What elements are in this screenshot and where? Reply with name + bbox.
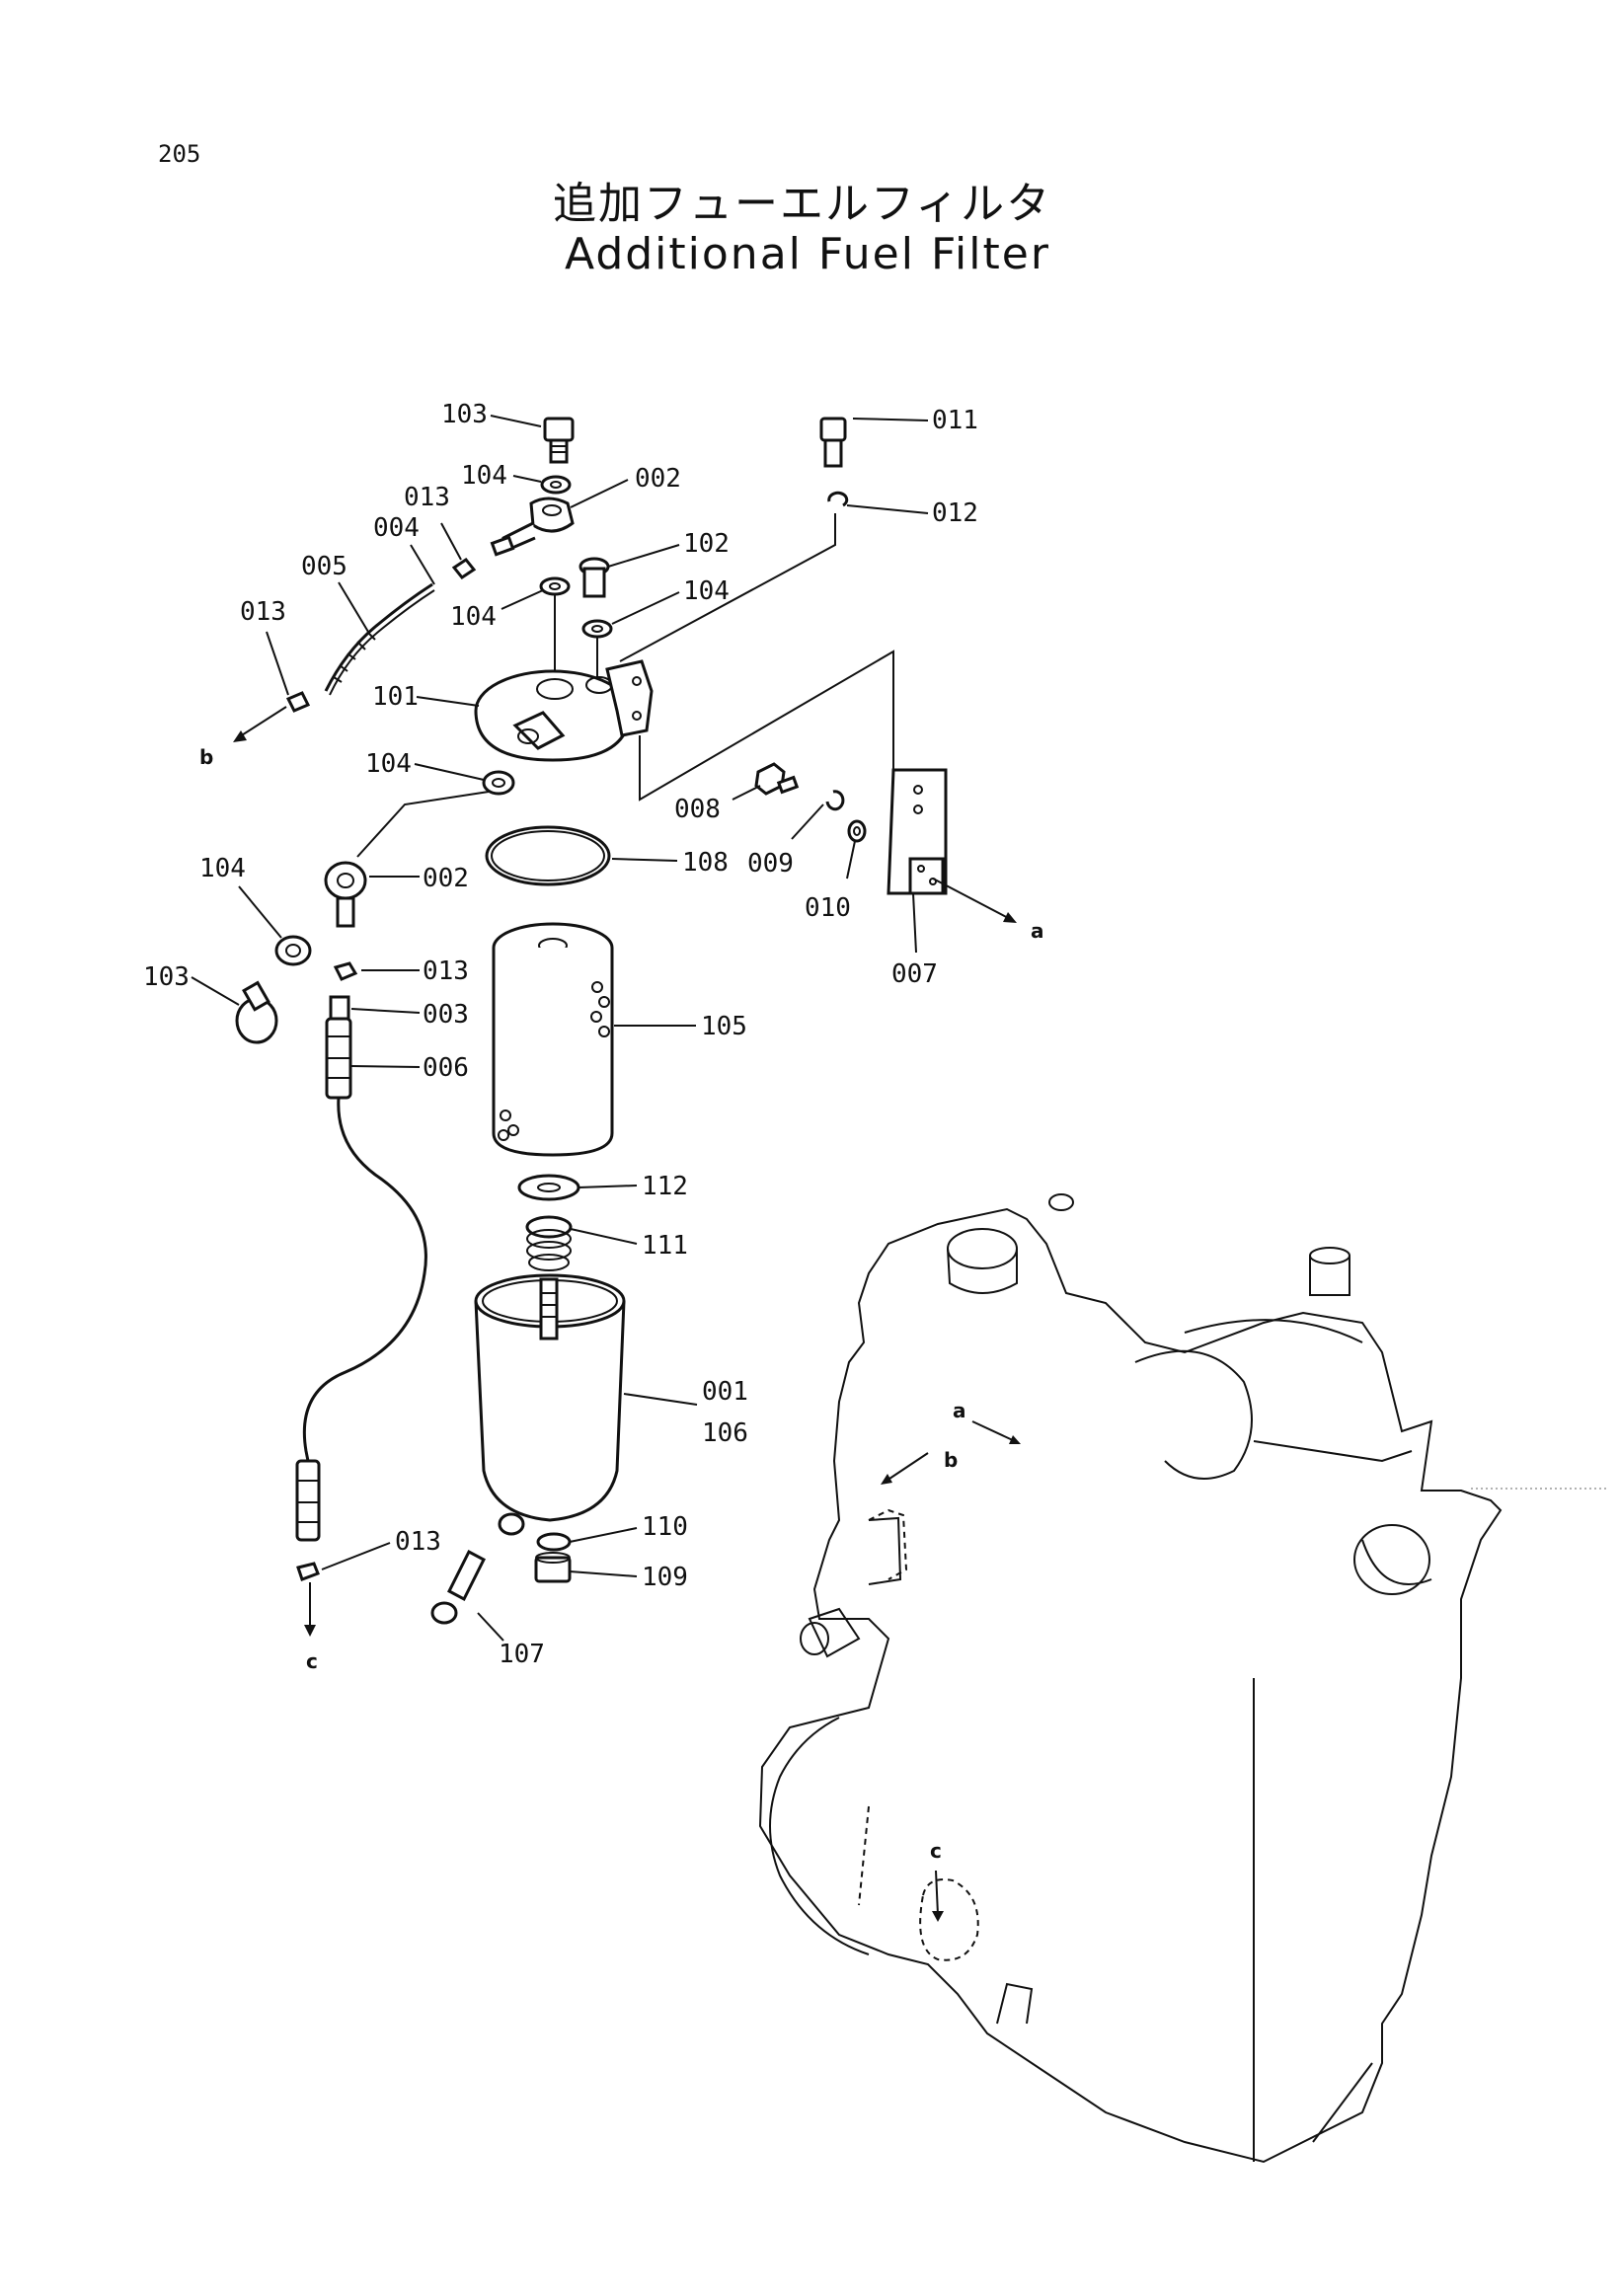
page-number: 205	[158, 140, 201, 168]
fitting-008	[754, 762, 800, 796]
bolt-103-top	[543, 417, 575, 464]
filter-bowl-001-106	[474, 1273, 626, 1522]
filter-head-101	[474, 659, 654, 762]
arrow-c-bottom	[304, 1582, 316, 1637]
callout-104: 104	[461, 461, 507, 491]
callout-107: 107	[499, 1640, 545, 1669]
ring-009	[825, 790, 845, 811]
clamp-013-c	[333, 961, 358, 981]
washer-112	[517, 1174, 580, 1201]
leader-lines	[191, 415, 929, 1642]
callout-106: 106	[702, 1418, 748, 1448]
callout-104: 104	[199, 854, 246, 883]
ref-letter-b: b	[199, 745, 213, 769]
bolt-102	[579, 557, 610, 598]
ref-letter-a: a	[1031, 919, 1044, 943]
banjo-002-top	[490, 497, 575, 557]
clamp-013-d	[296, 1562, 320, 1581]
callout-003: 003	[423, 1000, 469, 1030]
clamp-013-a	[451, 557, 477, 580]
arrow-b-left	[233, 706, 287, 742]
ref-letter-c: c	[930, 1839, 942, 1863]
callout-labels: 103 104 002 013 004 005 013 102 104 104 …	[143, 400, 978, 1669]
washer-104-a	[540, 475, 572, 495]
callout-104: 104	[450, 602, 497, 632]
title-japanese: 追加フューエルフィルタ	[553, 179, 1052, 229]
callout-001: 001	[702, 1377, 748, 1407]
callout-013: 013	[395, 1527, 441, 1557]
callout-002: 002	[635, 464, 681, 494]
callout-009: 009	[747, 849, 794, 879]
callout-013: 013	[423, 957, 469, 986]
engine-illustration	[758, 1193, 1609, 2164]
callout-101: 101	[372, 682, 419, 712]
banjo-002-low	[324, 861, 367, 928]
callout-104: 104	[365, 749, 412, 779]
bolt-103-low	[235, 980, 278, 1044]
ref-letter-b: b	[944, 1448, 958, 1472]
bracket-007	[887, 750, 948, 895]
bolt-011	[819, 417, 847, 468]
callout-012: 012	[932, 498, 978, 528]
callout-109: 109	[642, 1563, 688, 1592]
callout-011: 011	[932, 406, 978, 435]
callout-005: 005	[301, 552, 347, 581]
callout-002: 002	[423, 864, 469, 893]
callout-105: 105	[701, 1012, 747, 1041]
washer-104-b	[581, 619, 613, 639]
ref-letter-a: a	[953, 1399, 966, 1422]
callout-111: 111	[642, 1231, 688, 1261]
washer-010	[847, 819, 867, 843]
o-ring-108	[485, 825, 611, 886]
ref-letter-c: c	[306, 1649, 318, 1673]
washer-104-c	[539, 576, 571, 596]
callout-006: 006	[423, 1053, 469, 1083]
callout-007: 007	[891, 959, 938, 989]
hose-003-006	[295, 995, 427, 1542]
callout-110: 110	[642, 1512, 688, 1542]
o-ring-110	[536, 1532, 572, 1552]
callout-108: 108	[682, 848, 729, 878]
callout-104: 104	[683, 576, 730, 606]
plug-109	[534, 1552, 572, 1583]
hose-004-005	[324, 582, 435, 696]
callout-112: 112	[642, 1172, 688, 1201]
snap-ring-012	[827, 491, 849, 507]
drain-107	[430, 1512, 525, 1625]
callout-103: 103	[441, 400, 488, 429]
washer-104-d	[482, 770, 515, 796]
callout-013: 013	[240, 597, 286, 627]
callout-013: 013	[404, 483, 450, 512]
reference-letters: b a c a b c	[199, 745, 1044, 1863]
callout-008: 008	[674, 795, 721, 824]
title-english: Additional Fuel Filter	[565, 229, 1050, 279]
callout-004: 004	[373, 513, 420, 543]
callout-010: 010	[805, 893, 851, 923]
filter-element-105	[492, 922, 614, 1157]
spring-111	[525, 1215, 573, 1271]
callout-102: 102	[683, 529, 730, 559]
callout-103: 103	[143, 962, 190, 992]
clamp-013-b	[285, 691, 311, 713]
washer-104-e	[274, 935, 312, 966]
arrow-a-right	[932, 878, 1017, 923]
